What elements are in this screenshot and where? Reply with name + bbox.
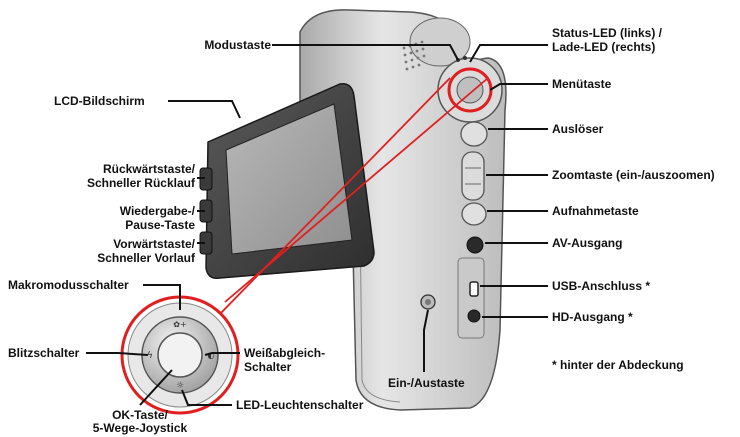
zoom-rays	[179, 77, 489, 356]
label-av: AV-Ausgang	[552, 236, 623, 250]
dpad-zoom: ✿+ ϟ ◐ ☼	[120, 295, 240, 415]
label-ok-2: 5-Wege-Joystick	[92, 421, 188, 435]
macro-icon: ✿+	[173, 320, 186, 329]
label-hd: HD-Ausgang *	[552, 310, 633, 324]
leader-lines	[86, 44, 548, 406]
label-wiedergabe-1: Wiedergabe-/	[119, 204, 195, 218]
label-wiedergabe-2: Pause-Taste	[125, 218, 195, 232]
label-ok-1: OK-Taste/	[112, 408, 168, 422]
ok-button[interactable]	[157, 332, 203, 378]
side-buttons	[420, 121, 488, 323]
hd-port[interactable]	[467, 309, 481, 323]
label-weiss-1: Weißabgleich-	[244, 346, 326, 360]
label-modustaste: Modustaste	[204, 38, 271, 52]
label-rueck-1: Rückwärtstaste/	[102, 162, 195, 176]
usb-port[interactable]	[469, 281, 479, 297]
label-weiss-2: Schalter	[244, 360, 292, 374]
lcd-panel	[199, 83, 375, 280]
av-port[interactable]	[466, 236, 484, 254]
port-cover	[457, 257, 485, 339]
label-menuetaste: Menütaste	[552, 77, 612, 91]
label-zoom: Zoomtaste (ein-/auszoomen)	[552, 168, 715, 182]
shutter-button[interactable]	[460, 121, 488, 147]
label-status-led-1: Status-LED (links) /	[552, 26, 663, 40]
label-makro: Makromodusschalter	[8, 278, 129, 292]
lcd-screen	[225, 103, 353, 255]
label-ein-aus: Ein-/Austaste	[388, 376, 465, 390]
led-light-icon: ☼	[176, 381, 184, 391]
label-usb: USB-Anschluss *	[552, 279, 651, 293]
record-button[interactable]	[461, 202, 487, 226]
label-aufnahme: Aufnahmetaste	[552, 204, 639, 218]
label-vor-1: Vorwärtstaste/	[113, 237, 195, 251]
label-vor-2: Schneller Vorlauf	[97, 251, 195, 265]
label-ausloeser: Auslöser	[552, 122, 604, 136]
label-blitz: Blitzschalter	[8, 346, 80, 360]
label-hinter: * hinter der Abdeckung	[552, 358, 684, 372]
flash-icon: ϟ	[147, 351, 153, 361]
label-status-led-2: Lade-LED (rechts)	[552, 40, 656, 54]
speaker-grille-icon	[402, 40, 426, 71]
label-led-licht: LED-Leuchtenschalter	[236, 398, 364, 412]
white-balance-icon: ◐	[208, 351, 215, 360]
label-lcd: LCD-Bildschirm	[54, 94, 145, 108]
charge-led-icon	[463, 56, 467, 60]
label-rueck-2: Schneller Rücklauf	[86, 176, 195, 190]
zoom-button[interactable]	[461, 151, 485, 201]
